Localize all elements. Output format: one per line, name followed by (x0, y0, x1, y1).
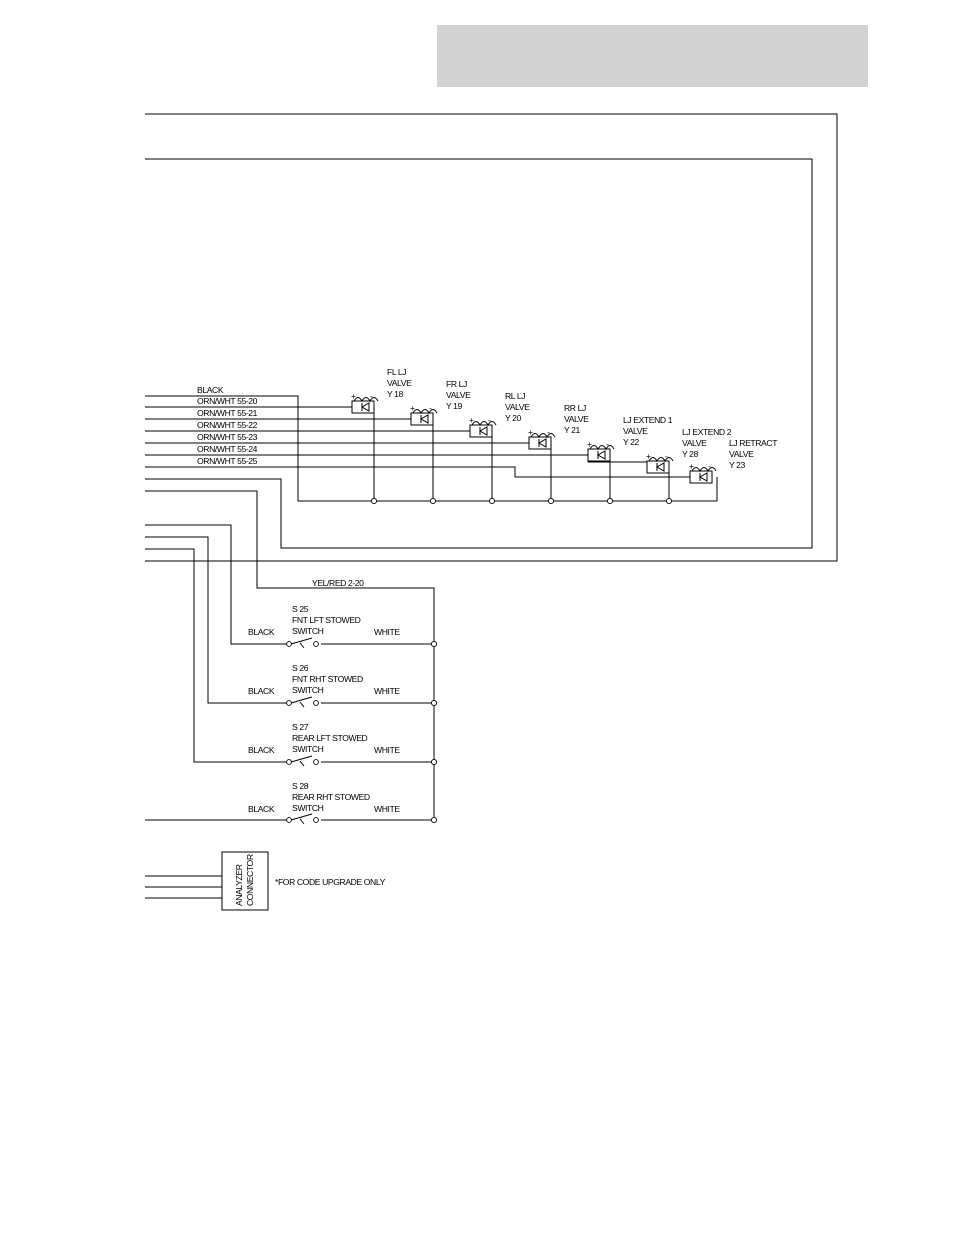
valve-label: Y 21 (564, 425, 581, 435)
wire-label: ORN/WHT 55-22 (197, 420, 258, 430)
switch-label: REAR LFT STOWED (292, 733, 368, 743)
switch-label: SWITCH (292, 626, 324, 636)
valve-label: Y 23 (729, 460, 746, 470)
switch-label: S 26 (292, 663, 309, 673)
switch-wire-label: WHITE (374, 627, 400, 637)
valve-label: LJ RETRACT (729, 438, 778, 448)
wire-label: ORN/WHT 55-25 (197, 456, 258, 466)
polarity-mark: + (410, 403, 415, 413)
switch-label: FNT RHT STOWED (292, 674, 363, 684)
valve-label: VALVE (623, 426, 648, 436)
polarity-mark: + (351, 391, 356, 401)
valve-label: VALVE (505, 402, 530, 412)
valve-label: VALVE (564, 414, 589, 424)
switch-wire-label: WHITE (374, 745, 400, 755)
switch-label: REAR RHT STOWED (292, 792, 370, 802)
polarity-mark: + (689, 461, 694, 471)
valve-label: LJ EXTEND 1 (623, 415, 673, 425)
valve-label: RL LJ (505, 391, 525, 401)
switch-label: SWITCH (292, 744, 324, 754)
wire-label: BLACK (197, 385, 224, 395)
stowed-switch-icon (286, 813, 438, 825)
switch-label: SWITCH (292, 803, 324, 813)
stowed-switch-icon (286, 637, 438, 649)
junction-dot (430, 699, 438, 707)
switch-feed-label: YEL/RED 2-20 (312, 578, 364, 588)
junction-dot (430, 758, 438, 766)
polarity-mark: + (528, 427, 533, 437)
valve-label: FR LJ (446, 379, 467, 389)
wire-labels: BLACK ORN/WHT 55-20 ORN/WHT 55-21 ORN/WH… (197, 385, 258, 466)
frame-lines (145, 113, 838, 562)
header-banner (437, 25, 868, 87)
connector-label: CONNECTOR (245, 854, 255, 906)
valve-solenoid-icon (587, 445, 615, 501)
junction-dot (665, 497, 673, 505)
polarity-mark: - (370, 391, 373, 401)
junction-dot (429, 497, 437, 505)
polarity-mark: + (469, 415, 474, 425)
switch-wire-label: BLACK (248, 745, 275, 755)
valve-label: VALVE (387, 378, 412, 388)
switch-wire-label: WHITE (374, 686, 400, 696)
connector-note: *FOR CODE UPGRADE ONLY (275, 877, 386, 887)
wire-label: ORN/WHT 55-21 (197, 408, 258, 418)
polarity-mark: - (665, 451, 668, 461)
junction-dot (488, 497, 496, 505)
valve-label: Y 18 (387, 389, 404, 399)
switch-wire-label: BLACK (248, 627, 275, 637)
valve-label: Y 28 (682, 449, 699, 459)
ground-junctions (370, 497, 673, 505)
valve-solenoid-icon (689, 467, 717, 484)
switch-wire-label: BLACK (248, 804, 275, 814)
connector-box (221, 851, 269, 911)
switch-symbols (286, 637, 438, 825)
valve-label: VALVE (729, 449, 754, 459)
switch-label: FNT LFT STOWED (292, 615, 361, 625)
switch-harness (145, 490, 435, 821)
polarity-mark: + (587, 439, 592, 449)
valve-solenoid-icon (410, 409, 438, 501)
polarity-mark: - (547, 427, 550, 437)
switch-label: S 28 (292, 781, 309, 791)
switch-labels: S 25 FNT LFT STOWED SWITCH BLACK WHITE S… (248, 604, 401, 814)
polarity-mark: - (488, 415, 491, 425)
switch-wire-label: BLACK (248, 686, 275, 696)
wire-label: ORN/WHT 55-20 (197, 396, 258, 406)
valve-solenoid-icon (646, 457, 674, 501)
analyzer-connector: ANALYZER CONNECTOR *FOR CODE UPGRADE ONL… (145, 851, 386, 911)
valve-label: VALVE (682, 438, 707, 448)
valve-solenoid-icon (528, 433, 556, 501)
valve-label: LJ EXTEND 2 (682, 427, 732, 437)
stowed-switch-icon (286, 696, 438, 708)
valve-label: Y 19 (446, 401, 463, 411)
polarity-mark: - (606, 439, 609, 449)
polarity-mark: - (429, 403, 432, 413)
junction-dot (430, 816, 438, 824)
junction-dot (606, 497, 614, 505)
valve-label: Y 22 (623, 437, 640, 447)
valve-labels: FL LJ VALVE Y 18 FR LJ VALVE Y 19 RL LJ … (387, 367, 779, 470)
valve-label: RR LJ (564, 403, 586, 413)
switch-label: S 25 (292, 604, 309, 614)
wire-label: ORN/WHT 55-24 (197, 444, 258, 454)
wire-label: ORN/WHT 55-23 (197, 432, 258, 442)
junction-dot (370, 497, 378, 505)
switch-wire-label: WHITE (374, 804, 400, 814)
valve-label: FL LJ (387, 367, 406, 377)
valve-group: + - + - + - + - + - + - + - (351, 391, 717, 501)
junction-dot (547, 497, 555, 505)
valve-label: Y 20 (505, 413, 522, 423)
valve-solenoid-icon (469, 421, 497, 501)
polarity-mark: - (708, 461, 711, 471)
valve-label: VALVE (446, 390, 471, 400)
valve-solenoid-icon (351, 397, 379, 501)
switch-label: S 27 (292, 722, 309, 732)
stowed-switch-icon (286, 755, 438, 767)
polarity-mark: + (646, 451, 651, 461)
switch-label: SWITCH (292, 685, 324, 695)
junction-dot (430, 640, 438, 648)
connector-label: ANALYZER (234, 864, 244, 906)
